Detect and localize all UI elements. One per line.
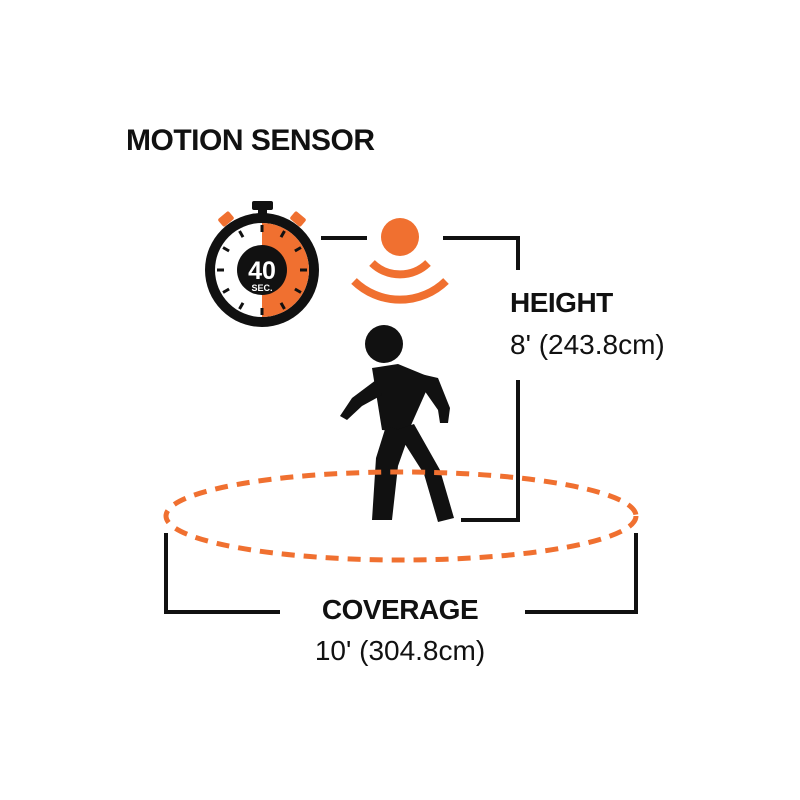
stopwatch-tick [279,230,286,238]
stopwatch-tick [279,302,286,310]
stopwatch-center-disc [237,245,287,295]
stopwatch-left-button [218,211,234,227]
stopwatch-tick [238,230,245,238]
coverage-area-ellipse [163,469,639,563]
coverage-bracket-left [164,533,280,614]
stopwatch-tick [294,246,302,253]
person-head [365,325,403,363]
stopwatch-icon: 40 SEC. [205,201,319,327]
person-torso [372,364,432,432]
stopwatch-crown [252,201,273,210]
diagram-title: MOTION SENSOR [126,124,375,157]
height-bracket [443,236,520,522]
stopwatch-seconds-value: 40 [248,257,276,285]
stopwatch-right-button [290,211,306,227]
signal-wave-inner [369,260,431,279]
person-back-arm [340,380,382,420]
stopwatch-ticks [217,225,307,315]
sensor-signal-icon [351,218,449,304]
coverage-heading: COVERAGE [321,594,479,625]
walking-person-icon [340,325,454,522]
stopwatch-tick [222,246,230,253]
stopwatch-seconds-unit: SEC. [251,283,272,293]
height-heading: HEIGHT [510,287,613,318]
signal-wave-outer [351,278,449,304]
coverage-value: 10' (304.8cm) [314,635,486,666]
stopwatch-tick [222,287,230,294]
coverage-bracket-right [525,533,638,614]
person-front-arm [412,372,450,423]
stopwatch-tick [238,302,245,310]
sensor-dot [381,218,419,256]
stopwatch-tick [294,287,302,294]
height-value: 8' (243.8cm) [510,329,665,360]
